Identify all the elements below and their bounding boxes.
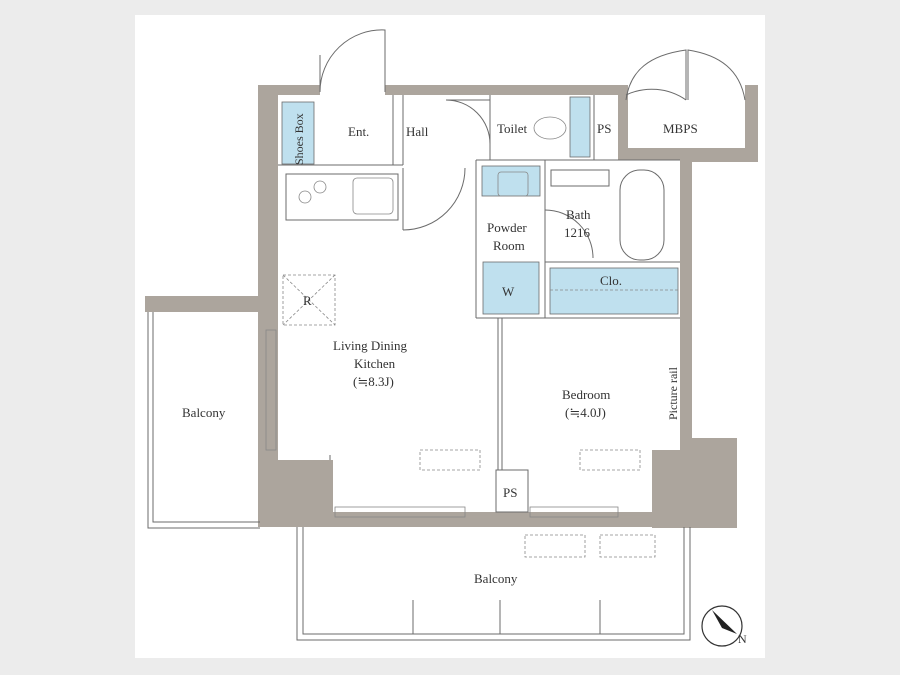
window-ldk [334,506,466,518]
balconies [147,312,691,641]
closet [549,267,679,315]
toilet-bowl [533,116,567,140]
balcony-bottom-label: Balcony [474,571,518,586]
ldk-size-label: (≒8.3J) [353,374,394,389]
wall-top-ent [258,85,320,95]
doors [319,29,746,259]
wall-top [385,85,627,95]
fixtures [281,96,679,513]
north-arrow-icon [701,605,743,647]
column-right [652,438,737,528]
kitchen-sink [352,177,394,215]
floor-lower-right [618,440,652,512]
partitions [278,95,680,470]
bedroom-label: Bedroom [562,387,610,402]
refrigerator-label: R [303,293,312,308]
bathtub [619,169,665,261]
window-side [265,329,277,451]
bedroom-size-label: (≒4.0J) [565,405,606,420]
bath-label-1: Bath [566,207,591,222]
floor-plan: Shoes Box Ent. Hall Toilet PS MBPS Powde… [135,15,765,658]
door-swing-icon [544,209,594,259]
wall-right [680,162,692,440]
mbps-label: MBPS [663,121,698,136]
windows [265,329,656,558]
powder-room-label-1: Powder [487,220,527,235]
floor-lower [333,450,652,512]
door-swing-icon [402,167,466,231]
shoes-box-label: Shoes Box [292,113,306,165]
washer-space [482,261,540,315]
north-label: N [738,632,747,646]
ldk-label-1: Living Dining [333,338,408,353]
shoes-box [281,101,315,165]
wall-left-upper [258,85,278,455]
floor-lower-left [278,440,333,452]
closet-label: Clo. [600,273,622,288]
powder-room-label-2: Room [493,238,525,253]
door-swing-icon [445,99,491,145]
bath-counter [550,169,610,187]
ps-top-label: PS [597,121,611,136]
door-swing-icon [319,29,386,93]
balcony-left-label: Balcony [182,405,226,420]
stove-burner-icon [298,190,312,204]
kitchen-counter [285,173,399,221]
washer-label: W [502,284,515,299]
toilet-tank [569,96,591,158]
walls [145,85,758,528]
entrance-label: Ent. [348,124,369,139]
floor-mbps [628,95,745,148]
hall-label: Hall [406,124,429,139]
refrigerator-space [282,274,336,326]
toilet-label: Toilet [497,121,528,136]
wall-bottom [330,512,660,527]
wall-mbps-right [745,85,758,162]
picture-rail-label: Picture rail [666,366,680,420]
column-left [258,452,333,527]
labels: Shoes Box Ent. Hall Toilet PS MBPS Powde… [182,113,747,646]
vanity [481,165,541,197]
ldk-label-2: Kitchen [354,356,396,371]
vanity-basin [497,171,529,197]
stove-burner-icon [313,180,327,194]
ps-bottom-box [495,469,529,513]
window-bedroom [529,506,619,518]
wall-mbps-bottom [618,148,758,162]
ps-bottom-label: PS [503,485,517,500]
wall-mbps-left [618,85,628,155]
bath-label-2: 1216 [564,225,591,240]
wall-balcony-top [145,296,265,312]
